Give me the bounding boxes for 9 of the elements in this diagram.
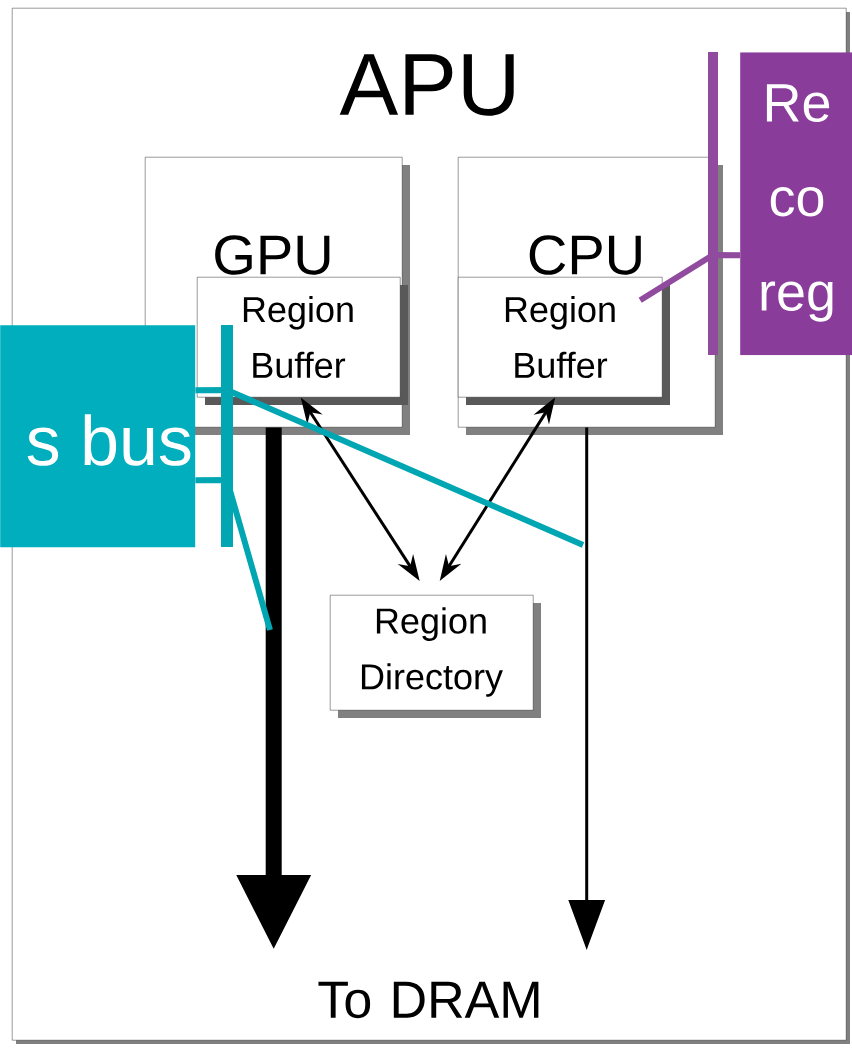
dram-label: To DRAM — [318, 981, 539, 1019]
leader-line — [195, 387, 585, 548]
leader-line — [638, 252, 741, 303]
callout-box: Re co reg — [708, 52, 852, 356]
leader-line — [195, 477, 273, 631]
buffer-box: Region Buffer — [458, 277, 670, 405]
buffer-box: Region Buffer — [197, 277, 408, 405]
directory-box: Region Directory — [330, 595, 541, 718]
callout-box: s bus — [0, 325, 233, 548]
